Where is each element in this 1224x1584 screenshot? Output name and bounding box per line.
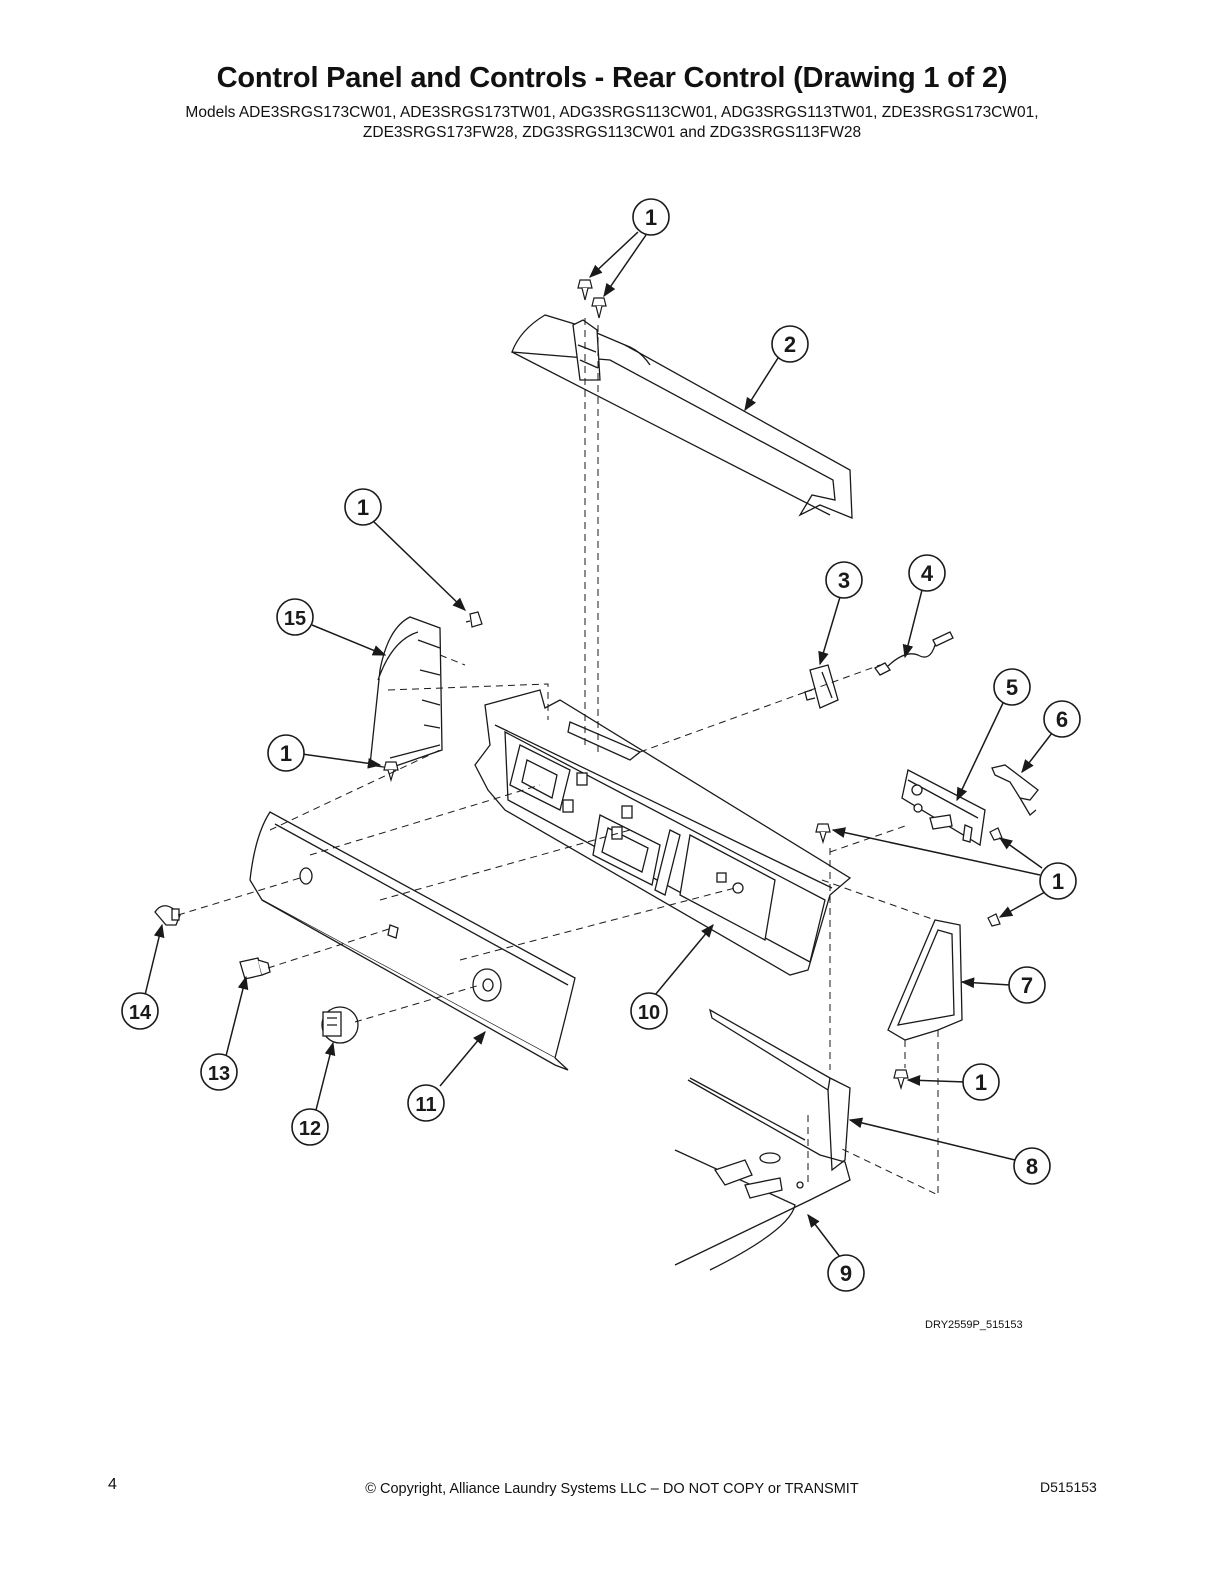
part-7-right-end-cap — [887, 919, 963, 1041]
callout-label: 10 — [638, 1002, 660, 1024]
screw-top-b — [591, 297, 607, 319]
callout-label: 15 — [284, 608, 306, 630]
callout-4: 4 — [908, 554, 946, 592]
callout-3: 3 — [825, 561, 863, 599]
callout-12: 12 — [291, 1108, 329, 1146]
callout-10: 10 — [630, 992, 668, 1030]
callout-label: 3 — [838, 568, 850, 593]
callout-13: 13 — [200, 1053, 238, 1091]
callout-5: 5 — [993, 668, 1031, 706]
callout-label: 8 — [1026, 1154, 1038, 1179]
leader-lines — [144, 231, 1053, 1258]
callout-label: 1 — [975, 1070, 987, 1095]
part-13-switch — [239, 957, 271, 980]
callout-6: 6 — [1043, 700, 1081, 738]
callout-label: 1 — [645, 205, 657, 230]
callout-label: 6 — [1056, 707, 1068, 732]
part-4-wire-harness — [874, 631, 954, 676]
callout-label: 11 — [415, 1094, 436, 1116]
callout-1-left-upper: 1 — [344, 488, 382, 526]
part-6-bracket — [991, 764, 1039, 816]
callout-7: 7 — [1008, 966, 1046, 1004]
callout-1-left-lower: 1 — [267, 734, 305, 772]
callout-1-top: 1 — [632, 198, 670, 236]
models-line-1: Models ADE3SRGS173CW01, ADE3SRGS173TW01,… — [185, 104, 1039, 121]
callout-label: 4 — [921, 561, 934, 586]
page-title: Control Panel and Controls - Rear Contro… — [216, 62, 1008, 94]
screw-cap-right — [987, 913, 1001, 927]
callout-label: 7 — [1021, 973, 1033, 998]
models-line-2: ZDE3SRGS173FW28, ZDG3SRGS113CW01 and ZDG… — [362, 124, 862, 141]
part-10-control-panel-frame — [474, 689, 852, 976]
screw-mid-right — [815, 823, 831, 845]
callout-label: 1 — [1052, 869, 1064, 894]
part-12-knob — [321, 1006, 359, 1044]
part-2-top-cover — [511, 314, 853, 519]
part-14-button — [154, 905, 181, 926]
part-8-mounting-bracket — [709, 1008, 851, 1172]
document-number: D515153 — [1040, 1479, 1097, 1495]
part-5-control-board — [901, 769, 986, 847]
callout-2: 2 — [771, 325, 809, 363]
callout-1-right: 1 — [1039, 862, 1077, 900]
callout-label: 14 — [129, 1002, 152, 1024]
models-list: Models ADE3SRGS173CW01, ADE3SRGS173TW01,… — [0, 103, 1224, 143]
part-11-front-console — [249, 811, 576, 1071]
callout-label: 1 — [280, 741, 292, 766]
screw-top-a — [577, 279, 593, 301]
callout-11: 11 — [407, 1084, 445, 1122]
part-9-cabinet-top — [674, 1077, 851, 1271]
callout-8: 8 — [1013, 1147, 1051, 1185]
callout-9: 9 — [827, 1254, 865, 1292]
callout-15: 15 — [276, 598, 314, 636]
assembly-lines — [177, 318, 939, 1196]
callout-label: 5 — [1006, 675, 1018, 700]
callout-label: 13 — [208, 1063, 230, 1085]
screw-left-lower — [383, 761, 399, 783]
screw-bottom — [893, 1069, 909, 1091]
part-3-switch — [804, 664, 839, 709]
callout-label: 2 — [784, 332, 796, 357]
screw-left-upper — [465, 611, 483, 628]
drawing-reference: DRY2559P_515153 — [925, 1319, 1023, 1331]
callout-label: 1 — [357, 495, 369, 520]
part-15-left-end-cap — [369, 616, 443, 769]
callout-label: 12 — [299, 1118, 321, 1140]
page-number: 4 — [108, 1476, 117, 1493]
callout-label: 9 — [840, 1261, 852, 1286]
callout-14: 14 — [121, 992, 159, 1030]
callout-1-bottom: 1 — [962, 1063, 1000, 1101]
copyright-notice: © Copyright, Alliance Laundry Systems LL… — [365, 1481, 859, 1497]
